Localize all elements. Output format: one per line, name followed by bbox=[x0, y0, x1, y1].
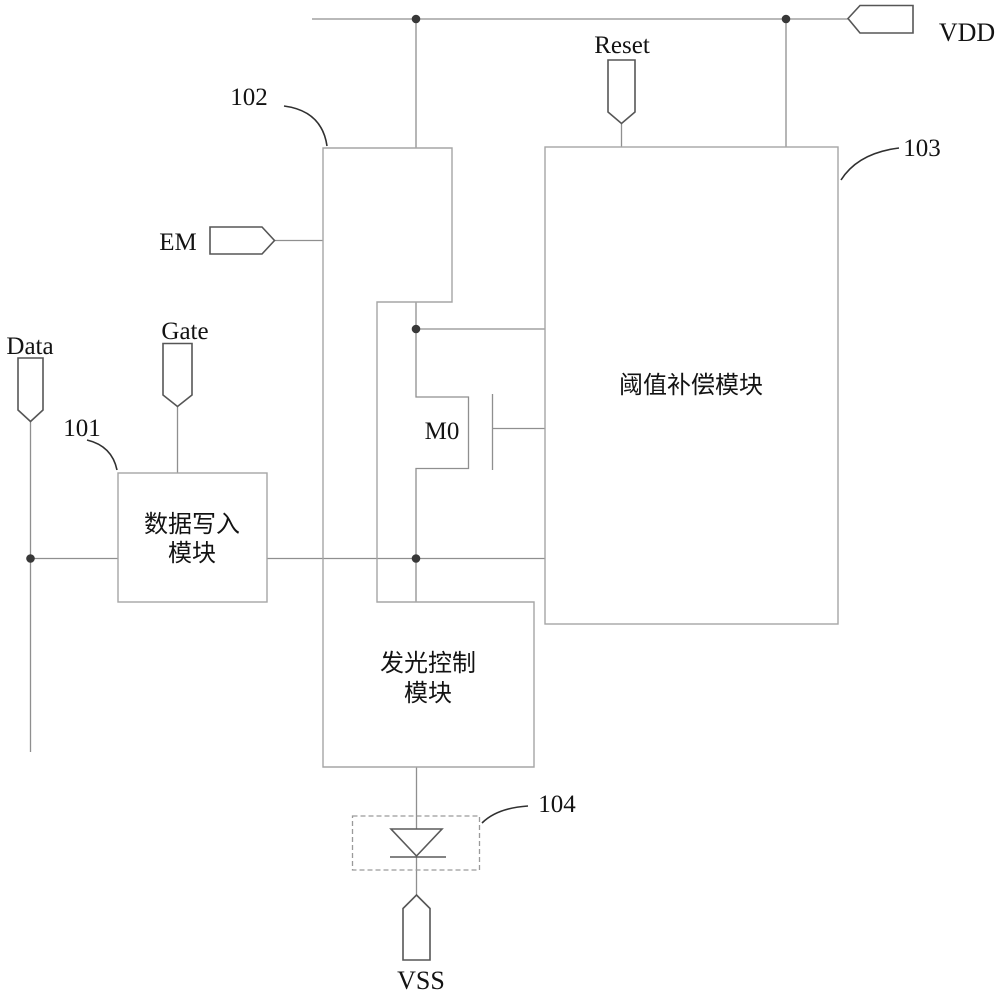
ref-101-label: 101 bbox=[63, 415, 101, 442]
ref-104-label: 104 bbox=[538, 791, 576, 818]
junction-dots bbox=[26, 14, 791, 563]
emission-control-module-label-line1: 发光控制 bbox=[380, 650, 476, 677]
em-label: EM bbox=[159, 229, 197, 256]
reset-terminal-flag-icon bbox=[607, 59, 636, 125]
light-emitting-element-dashed-box bbox=[351, 815, 481, 871]
gate-label: Gate bbox=[161, 318, 208, 345]
leader-arc-103 bbox=[840, 147, 900, 181]
em-terminal-flag-icon bbox=[209, 226, 276, 255]
gate-terminal-flag-icon bbox=[162, 342, 193, 408]
threshold-compensation-module-label: 阈值补偿模块 bbox=[619, 372, 763, 399]
ref-103-label: 103 bbox=[903, 135, 941, 162]
junction-dot-data-line bbox=[26, 554, 35, 563]
data-terminal-flag-icon bbox=[17, 357, 44, 423]
leader-arc-104 bbox=[481, 805, 529, 824]
threshold-compensation-module-block bbox=[544, 146, 839, 625]
transistor-m0-label: M0 bbox=[425, 418, 460, 445]
data-label: Data bbox=[6, 333, 53, 360]
data-write-module-block bbox=[117, 472, 268, 603]
m0-channel-path-wire bbox=[415, 329, 470, 559]
vss-label: VSS bbox=[397, 966, 445, 995]
vdd-terminal-flag-icon bbox=[846, 4, 914, 34]
drive-and-emission-control-block bbox=[322, 147, 535, 768]
led-diode-symbol bbox=[389, 828, 446, 858]
ref-102-label: 102 bbox=[230, 84, 268, 111]
junction-dot-top-right bbox=[781, 14, 791, 24]
junction-dot-m0-drain bbox=[411, 324, 421, 334]
diode-triangle-icon bbox=[389, 828, 444, 858]
wires bbox=[29, 18, 848, 895]
module-blocks bbox=[117, 146, 839, 871]
leader-arc-101 bbox=[86, 439, 118, 471]
vss-terminal-flag-icon bbox=[402, 893, 431, 961]
data-write-module-label-line2: 模块 bbox=[168, 540, 216, 567]
vdd-label: VDD bbox=[939, 18, 995, 47]
leader-arc-102 bbox=[283, 105, 328, 147]
data-write-module-label-line1: 数据写入 bbox=[144, 511, 240, 538]
leader-lines bbox=[86, 105, 900, 824]
junction-dot-m0-source bbox=[411, 554, 421, 563]
labels: VDD Reset EM Data Gate VSS 102 101 103 1… bbox=[6, 18, 995, 995]
junction-dot-top-left bbox=[411, 14, 421, 24]
terminal-flags bbox=[17, 4, 914, 961]
emission-control-module-label-line2: 模块 bbox=[404, 680, 452, 707]
reset-label: Reset bbox=[594, 32, 650, 59]
